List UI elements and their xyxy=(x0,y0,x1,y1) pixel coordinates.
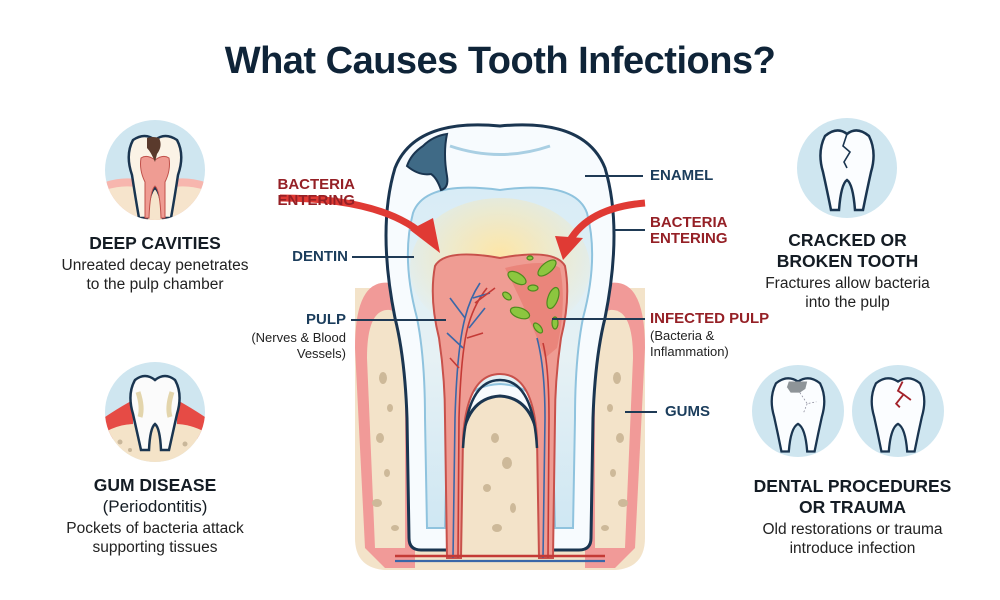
card-desc-line: introduce infection xyxy=(789,540,916,557)
card-heading: OR TRAUMA xyxy=(799,497,906,517)
label-infected-pulp-subtitle: (Bacteria &Inflammation) xyxy=(650,328,729,359)
card-desc-line: Old restorations or trauma xyxy=(762,521,943,538)
card-desc-line: Fractures allow bacteria xyxy=(765,275,930,292)
card-desc-line: Pockets of bacteria attack xyxy=(66,520,244,537)
label-infected-pulp: INFECTED PULP xyxy=(650,310,770,327)
card-heading: GUM DISEASE xyxy=(93,475,217,495)
leader-line-pulp xyxy=(351,319,446,321)
label-dentin: DENTIN xyxy=(292,248,348,265)
card-gum-disease: GUM DISEASE (Periodontitis) Pockets of b… xyxy=(20,475,290,557)
leader-line-gums xyxy=(625,411,657,413)
label-enamel: ENAMEL xyxy=(650,167,714,184)
tooth-cavity-icon xyxy=(105,120,205,220)
leader-line-infected-pulp xyxy=(552,318,645,320)
page-title: What Causes Tooth Infections? xyxy=(224,40,776,82)
tooth-cross-section-diagram xyxy=(279,123,646,570)
card-heading: CRACKED OR xyxy=(788,230,907,250)
leader-line-dentin xyxy=(352,256,414,258)
card-desc-line: supporting tissues xyxy=(92,539,218,556)
card-heading: BROKEN TOOTH xyxy=(776,251,919,271)
card-subheading: (Periodontitis) xyxy=(102,497,208,516)
card-dental-procedures: DENTAL PROCEDURES OR TRAUMA Old restorat… xyxy=(710,476,995,558)
card-cracked-tooth: CRACKED OR BROKEN TOOTH Fractures allow … xyxy=(710,230,985,312)
card-desc-line: into the pulp xyxy=(805,294,890,311)
card-deep-cavities: DEEP CAVITIES Unreated decay penetrates … xyxy=(20,233,290,294)
label-gums: GUMS xyxy=(665,403,710,420)
card-desc-line: to the pulp chamber xyxy=(86,276,224,293)
label-pulp: PULP xyxy=(305,311,346,328)
card-heading: DENTAL PROCEDURES xyxy=(753,476,952,496)
leader-line-enamel xyxy=(585,175,643,177)
card-heading: DEEP CAVITIES xyxy=(89,233,221,253)
cracked-tooth-icon xyxy=(797,118,897,218)
tooth-trauma-icon xyxy=(852,365,944,457)
tooth-gum-disease-icon xyxy=(105,362,205,462)
card-desc-line: Unreated decay penetrates xyxy=(61,257,249,274)
tooth-filling-icon xyxy=(752,365,844,457)
leader-line-bacteria-right xyxy=(613,229,645,231)
